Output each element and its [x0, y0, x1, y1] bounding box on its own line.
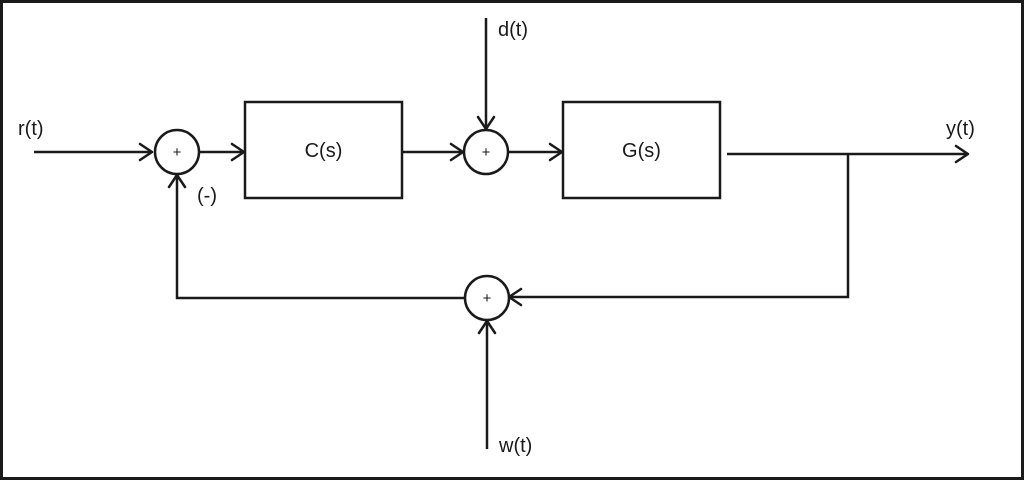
noise-arrowhead — [477, 319, 497, 335]
feedback-negative-label: (-) — [197, 185, 217, 207]
disturbance-label: d(t) — [498, 19, 528, 41]
plant-block — [561, 100, 722, 200]
noise-junction-sign: + — [483, 290, 492, 307]
plant-label: G(s) — [622, 140, 661, 162]
measured-feedback-arrowhead — [167, 173, 187, 189]
disturbance-junction-sign: + — [482, 144, 491, 161]
output-arrowhead — [954, 144, 970, 164]
reference-arrowhead — [138, 142, 154, 162]
controller-label: C(s) — [305, 140, 343, 162]
error-junction-sign: + — [173, 144, 182, 161]
feedback-path-line — [511, 154, 850, 299]
controller-block — [243, 100, 404, 200]
output-label: y(t) — [946, 118, 975, 140]
noise-label: w(t) — [498, 435, 532, 457]
measured-feedback-line — [175, 177, 465, 300]
reference-label: r(t) — [18, 118, 44, 140]
